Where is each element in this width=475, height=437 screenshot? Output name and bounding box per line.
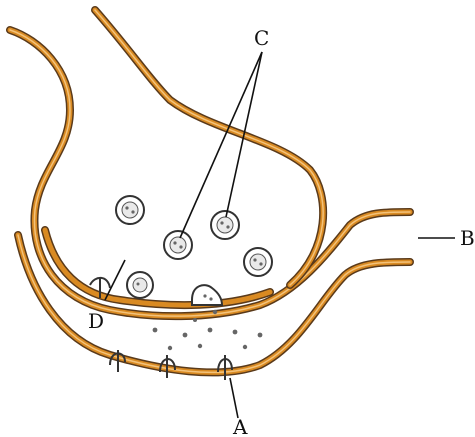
vesicle bbox=[164, 231, 192, 259]
label-d: D bbox=[88, 309, 104, 333]
label-b: B bbox=[460, 226, 475, 250]
label-c: C bbox=[254, 26, 269, 50]
axon-membrane-inner bbox=[95, 10, 323, 285]
label-a: A bbox=[232, 415, 248, 437]
vesicle bbox=[116, 196, 144, 224]
leader-a bbox=[230, 378, 238, 418]
vesicle bbox=[127, 272, 153, 298]
leader-d bbox=[105, 260, 125, 300]
vesicle bbox=[211, 211, 239, 239]
synaptic-vesicles bbox=[116, 196, 272, 298]
leader-c-1 bbox=[180, 52, 262, 238]
exocytosis-vesicle bbox=[192, 285, 222, 305]
vesicle bbox=[244, 248, 272, 276]
terminal-bulb-lower bbox=[45, 230, 270, 305]
